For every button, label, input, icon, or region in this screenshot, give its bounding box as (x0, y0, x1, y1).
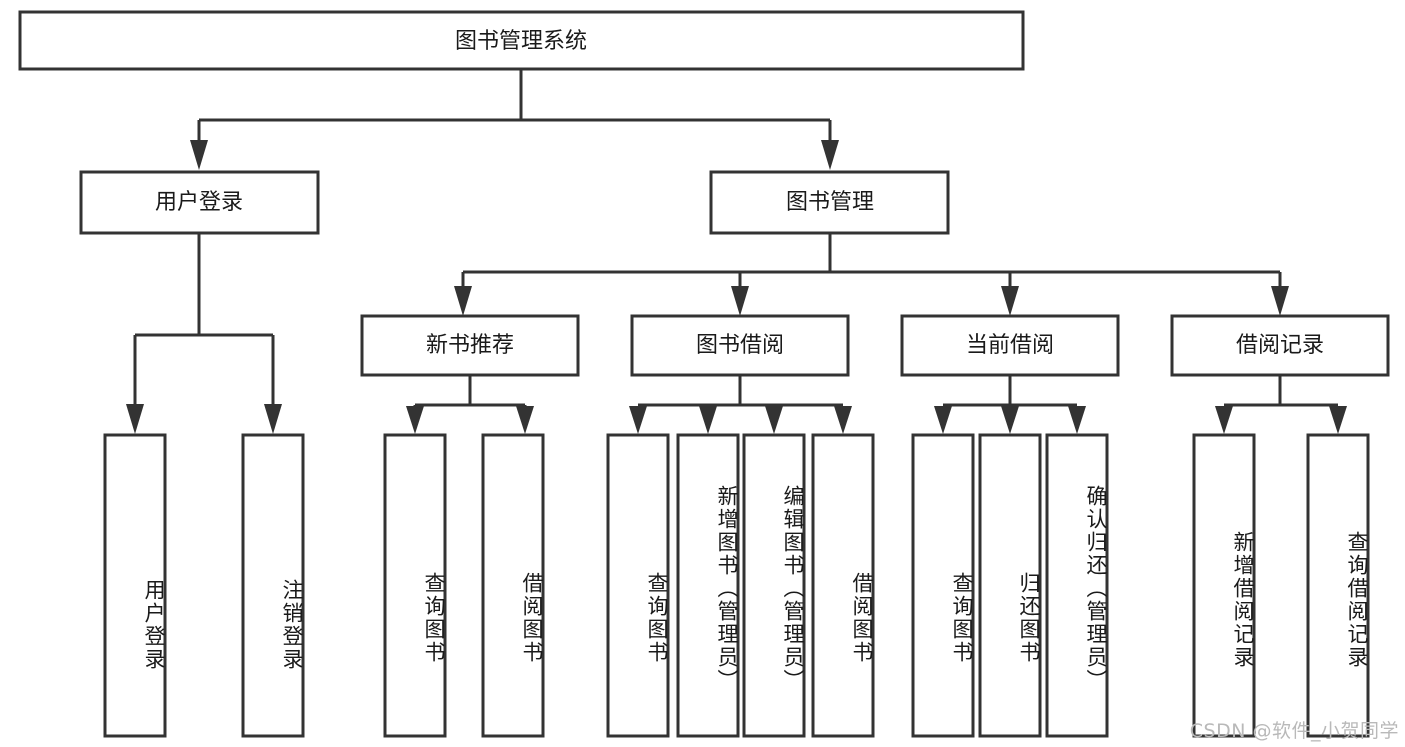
leaf-rect-confirm-return (1045, 433, 1109, 738)
node-rect-borrow-record (1170, 314, 1390, 377)
leaf-rect-user-login (103, 433, 167, 738)
node-book-management[interactable]: 图书管理 (709, 170, 950, 235)
leaf-node-return-book[interactable] (978, 433, 1042, 738)
arrow-newbook-c2 (516, 406, 534, 434)
leaf-node-query-record[interactable] (1306, 433, 1370, 738)
node-user-login[interactable]: 用户登录 (79, 170, 320, 235)
leaf-rect-borrow-book-1 (481, 433, 545, 738)
leaf-rect-borrow-book-2 (811, 433, 875, 738)
leaf-rect-query-record (1306, 433, 1370, 738)
connector-group-current-borrow (934, 375, 1086, 434)
arrow-user-login-c2 (264, 404, 282, 434)
node-label-current-borrow: 当前借阅 (966, 333, 1054, 358)
arrow-bookborrow-c4 (834, 406, 852, 434)
node-label-book-management: 图书管理 (786, 190, 874, 215)
leaf-node-query-book-1[interactable] (383, 433, 447, 738)
csdn-watermark: CSDN @软件_小贺同学 (1189, 720, 1399, 742)
leaf-node-user-login[interactable] (103, 433, 167, 738)
arrow-root-to-user-login (190, 140, 208, 170)
node-label-new-book-recommend: 新书推荐 (426, 333, 514, 358)
leaf-node-query-book-2[interactable] (606, 433, 670, 738)
leaf-rect-add-record (1192, 433, 1256, 738)
node-label-root: 图书管理系统 (455, 29, 587, 54)
arrow-borrowrecord-c1 (1215, 406, 1233, 434)
arrow-currentborrow-c1 (934, 406, 952, 434)
node-rect-user-login (79, 170, 320, 235)
arrow-bm-to-new-book (454, 286, 472, 316)
leaf-node-add-book[interactable] (676, 433, 740, 738)
node-rect-book-management (709, 170, 950, 235)
leaf-rect-query-book-2 (606, 433, 670, 738)
arrow-root-to-book-mgmt (821, 140, 839, 170)
arrow-bm-to-borrow-record (1271, 286, 1289, 316)
connector-group-root (190, 69, 839, 170)
node-label-borrow-record: 借阅记录 (1236, 333, 1324, 358)
leaf-rect-return-book (978, 433, 1042, 738)
leaf-rect-query-book-1 (383, 433, 447, 738)
arrow-bookborrow-c3 (765, 406, 783, 434)
leaf-rect-user-logout (241, 433, 305, 738)
connector-group-book-borrow (629, 375, 852, 434)
node-book-borrow[interactable]: 图书借阅 (630, 314, 850, 377)
arrow-currentborrow-c3 (1068, 406, 1086, 434)
node-rect-book-borrow (630, 314, 850, 377)
node-new-book-recommend[interactable]: 新书推荐 (360, 314, 580, 377)
leaf-node-add-record[interactable] (1192, 433, 1256, 738)
arrow-newbook-c1 (406, 406, 424, 434)
arrow-currentborrow-c2 (1001, 406, 1019, 434)
node-rect-current-borrow (900, 314, 1120, 377)
arrow-user-login-c1 (126, 404, 144, 434)
node-label-book-borrow: 图书借阅 (696, 333, 784, 358)
connector-group-borrow-record (1215, 375, 1347, 434)
arrow-borrowrecord-c2 (1329, 406, 1347, 434)
arrow-bm-to-current-borrow (1001, 286, 1019, 316)
leaf-node-borrow-book-2[interactable] (811, 433, 875, 738)
node-label-user-login: 用户登录 (155, 190, 243, 215)
arrow-bookborrow-c2 (699, 406, 717, 434)
leaf-node-borrow-book-1[interactable] (481, 433, 545, 738)
node-book-management-system[interactable]: 图书管理系统 (18, 10, 1025, 71)
connector-group-book-mgmt (454, 233, 1289, 316)
leaf-rect-edit-book (742, 433, 806, 738)
leaf-rect-query-book-3 (911, 433, 975, 738)
arrow-bookborrow-c1 (629, 406, 647, 434)
node-rect-root (18, 10, 1025, 71)
node-borrow-record[interactable]: 借阅记录 (1170, 314, 1390, 377)
connector-group-new-book (406, 375, 534, 434)
connector-group-user-login (126, 233, 282, 434)
arrow-bm-to-book-borrow (731, 286, 749, 316)
leaf-node-user-logout[interactable] (241, 433, 305, 738)
leaf-node-confirm-return[interactable] (1045, 433, 1109, 738)
leaf-node-query-book-3[interactable] (911, 433, 975, 738)
leaf-rect-add-book (676, 433, 740, 738)
leaf-node-edit-book[interactable] (742, 433, 806, 738)
node-current-borrow[interactable]: 当前借阅 (900, 314, 1120, 377)
node-rect-new-book-recommend (360, 314, 580, 377)
